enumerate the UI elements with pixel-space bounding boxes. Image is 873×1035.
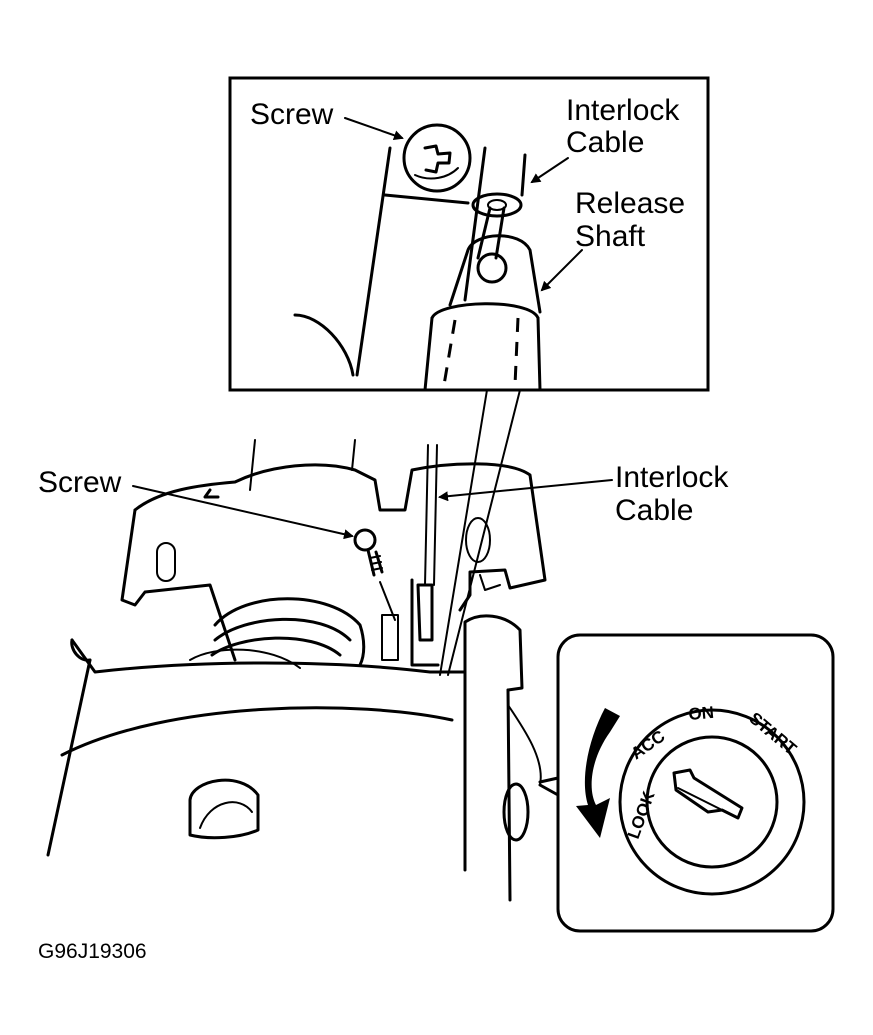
- inset-interlock-label-line2: Cable: [566, 126, 644, 159]
- inset-release-label-line1: Release: [575, 187, 685, 220]
- steering-column: [46, 439, 547, 902]
- main-interlock-leader: [438, 479, 613, 502]
- rotation-arrow-icon: [576, 708, 620, 838]
- inset-interlock-leader: [530, 157, 569, 184]
- inset-interlock-label-line1: Interlock: [566, 94, 680, 127]
- key-slot-icon: [672, 768, 744, 820]
- inset-release-label-line2: Shaft: [575, 220, 646, 253]
- key-cylinder-face: [618, 708, 806, 896]
- detail-inset: Screw Interlock Cable Release Shaft: [228, 76, 710, 392]
- inset-frame: [228, 76, 710, 392]
- inset-screw-label: Screw: [250, 98, 334, 131]
- main-screw: [353, 528, 384, 577]
- inset-release-shaft: [423, 234, 542, 392]
- inset-screw-leader: [344, 117, 404, 141]
- main-interlock-label-line2: Cable: [615, 494, 693, 527]
- inset-screw-head: [402, 123, 472, 193]
- inset-cable-end: [471, 192, 523, 260]
- figure-id: G96J19306: [38, 940, 147, 963]
- ignition-key-slot: [502, 782, 530, 842]
- main-interlock-label-line1: Interlock: [615, 461, 729, 494]
- main-screw-leader: [132, 485, 354, 540]
- inset-release-leader: [540, 249, 583, 292]
- key-inset-frame: [556, 633, 835, 933]
- main-screw-label: Screw: [38, 466, 122, 499]
- inset-pointer-lines: [439, 389, 521, 676]
- key-cylinder-inset: LOOK ACC ON START: [538, 633, 835, 933]
- key-pos-on: ON: [688, 703, 715, 724]
